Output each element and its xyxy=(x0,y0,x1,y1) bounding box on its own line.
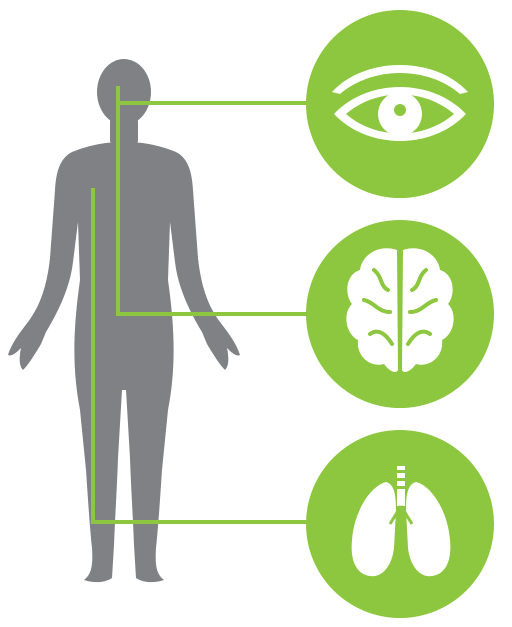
eye-badge xyxy=(306,10,494,198)
lungs-badge xyxy=(306,430,494,618)
brain-badge xyxy=(306,220,494,408)
human-silhouette-icon xyxy=(8,59,240,582)
